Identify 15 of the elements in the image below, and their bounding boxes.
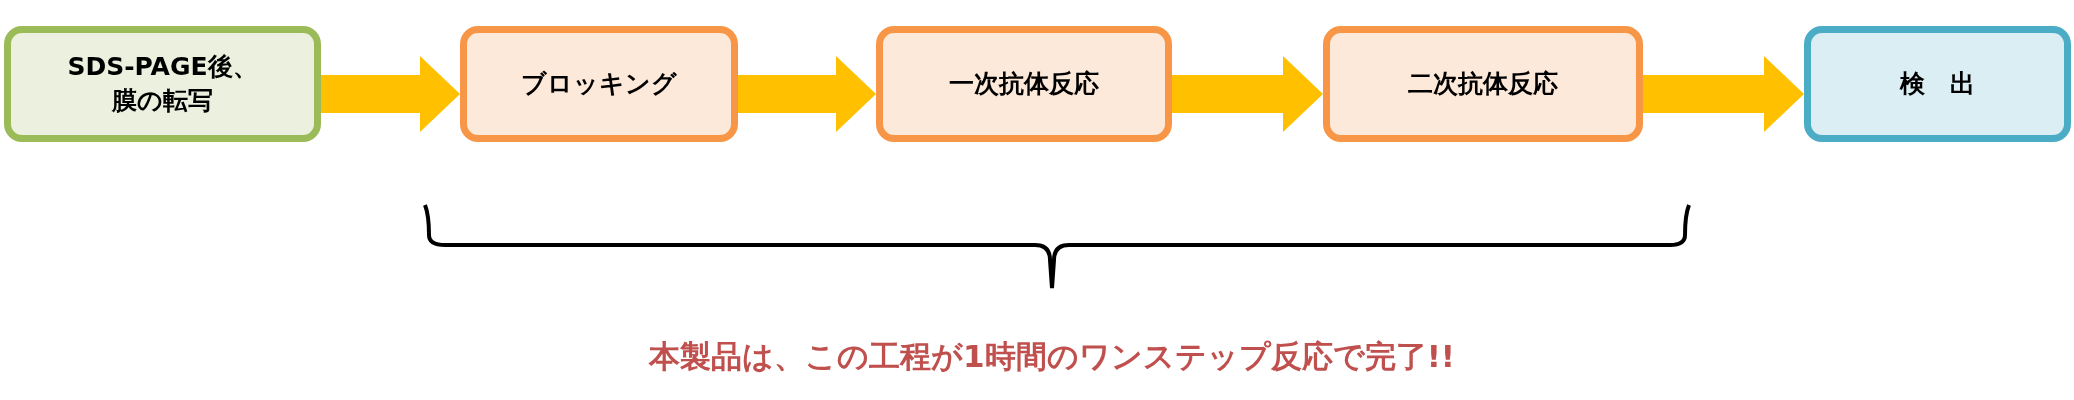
block-arrow <box>738 56 876 132</box>
process-box <box>1804 26 2071 142</box>
step-label: SDS-PAGE後、膜の転写 <box>66 51 259 117</box>
process-box <box>1323 26 1643 142</box>
step-label: 検 出 <box>1900 68 1975 101</box>
block-arrow <box>1643 56 1804 132</box>
process-box <box>4 26 321 142</box>
summary-note: 本製品は、この工程が1時間のワンステップ反応で完了!! <box>649 337 1455 376</box>
block-arrow <box>321 56 460 132</box>
block-arrow <box>1172 56 1323 132</box>
process-box <box>876 26 1172 142</box>
step-label: ブロッキング <box>521 68 677 101</box>
step-label: 二次抗体反応 <box>1408 68 1558 101</box>
process-box <box>460 26 738 142</box>
step-label: 一次抗体反応 <box>949 68 1099 101</box>
